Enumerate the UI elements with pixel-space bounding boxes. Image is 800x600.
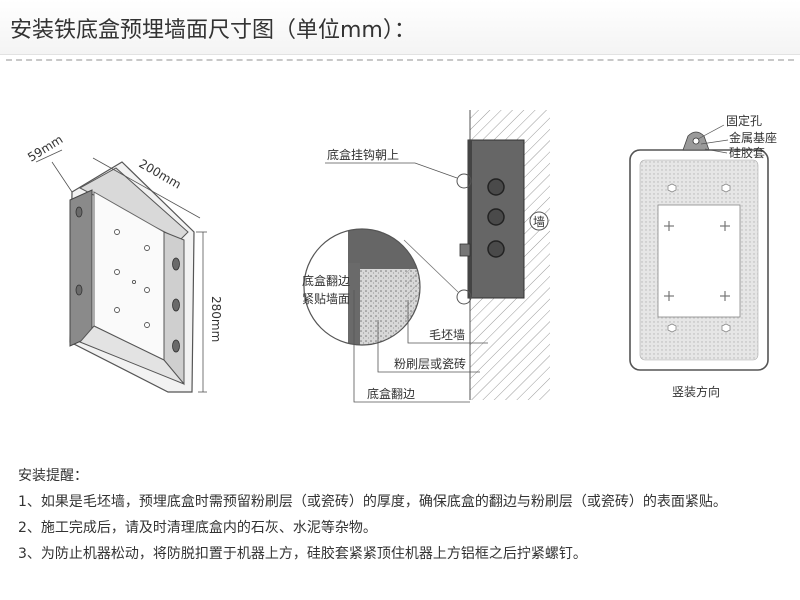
page-title: 安装铁底盒预埋墙面尺寸图（单位mm）： <box>10 18 416 43</box>
plaster-label: 粉刷层或瓷砖 <box>394 356 466 371</box>
height-dimension: 280mm <box>209 296 223 342</box>
wall-label: 墙 <box>533 215 545 229</box>
installation-diagram: 59mm 200mm 280mm 底盒挂钩朝上 墙 <box>25 110 777 403</box>
hook-label: 底盒挂钩朝上 <box>327 147 399 162</box>
flange-label-line2: 紧贴墙面 <box>302 292 350 306</box>
section-view: 底盒挂钩朝上 墙 底盒翻边 紧贴墙面 毛坯墙 粉刷层或瓷砖 底盒翻边 <box>302 110 550 403</box>
note-item: 3、为防止机器松动，将防脱扣置于机器上方，硅胶套紧紧顶住机器上方铝框之后拧紧螺钉… <box>18 546 587 562</box>
fix-hole-label: 固定孔 <box>726 113 762 128</box>
silicone-label: 硅胶套 <box>729 145 765 160</box>
notes-heading: 安装提醒： <box>18 468 88 484</box>
note-item: 1、如果是毛坯墙，预埋底盒时需预留粉刷层（或瓷砖）的厚度，确保底盒的翻边与粉刷层… <box>18 494 727 510</box>
note-item: 2、施工完成后，请及时清理底盒内的石灰、水泥等杂物。 <box>18 520 377 536</box>
title-divider <box>6 59 794 61</box>
orientation-caption: 竖装方向 <box>672 384 720 399</box>
back-box-perspective: 59mm 200mm 280mm <box>25 132 223 393</box>
rough-wall-label: 毛坯墙 <box>429 328 465 342</box>
device-front-view: 固定孔 金属基座 硅胶套 竖装方向 <box>629 113 777 399</box>
flange-label-line1: 底盒翻边 <box>302 273 350 288</box>
depth-dimension: 59mm <box>25 132 65 164</box>
installation-notes: 安装提醒： 1、如果是毛坯墙，预埋底盒时需预留粉刷层（或瓷砖）的厚度，确保底盒的… <box>18 463 798 567</box>
header-bar: 安装铁底盒预埋墙面尺寸图（单位mm）： <box>0 0 800 55</box>
metal-base-label: 金属基座 <box>729 130 777 145</box>
flange-bottom-label: 底盒翻边 <box>367 386 415 401</box>
